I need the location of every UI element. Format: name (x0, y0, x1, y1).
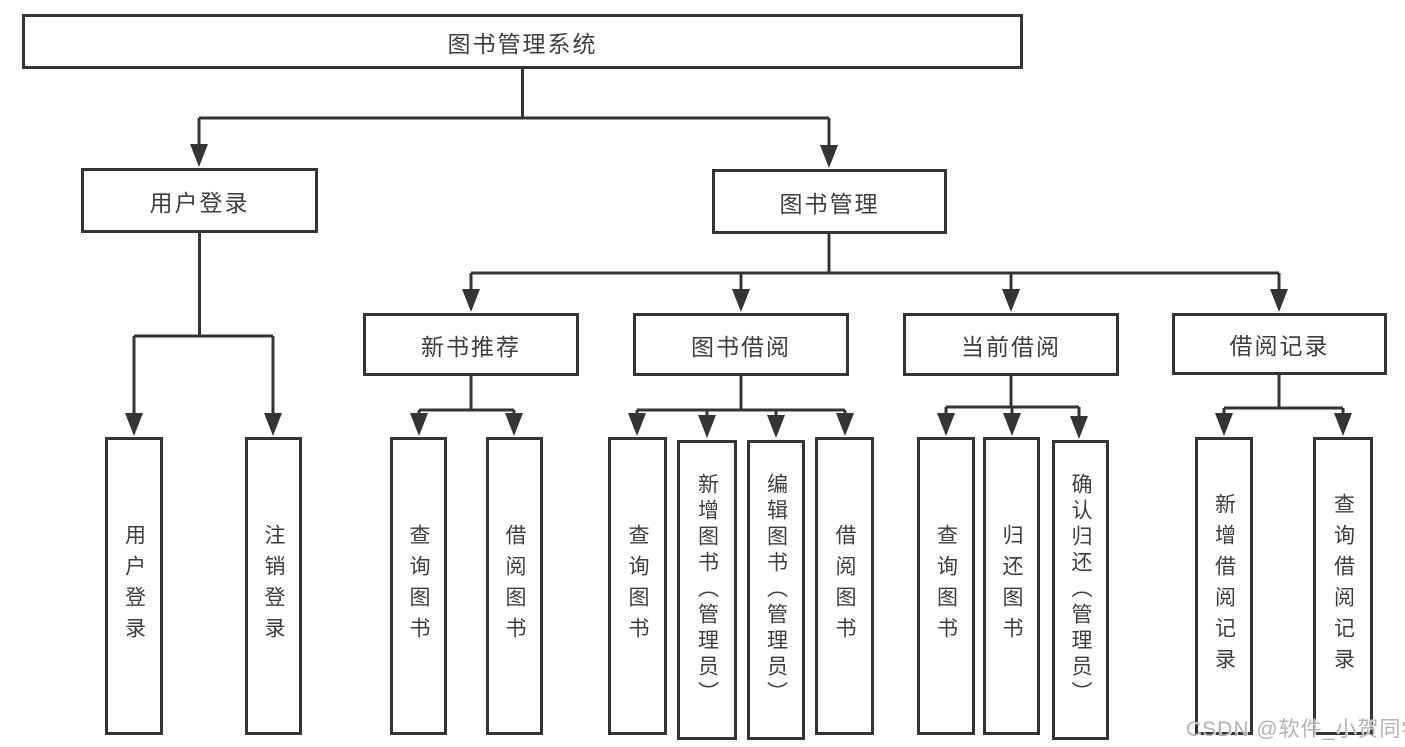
leaf-confirm-return-admin: 确认归还（管理员） (1052, 440, 1109, 740)
node-label: 图书管理 (779, 190, 880, 217)
leaf-label: 注销登录 (262, 524, 285, 648)
csdn-watermark: CSDN @软件_小贺同学 (1186, 718, 1405, 741)
node-label: 当前借阅 (961, 333, 1061, 360)
leaf-label: 借阅图书 (833, 524, 856, 648)
leaf-label: 归还图书 (1000, 524, 1023, 648)
node-borrowing-records: 借阅记录 (1172, 313, 1387, 375)
leaf-label: 借阅图书 (503, 524, 526, 648)
leaf-label: 查询图书 (407, 524, 430, 648)
leaf-label: 查询图书 (626, 524, 649, 648)
leaf-return-book: 归还图书 (983, 437, 1040, 735)
node-book-borrowing: 图书借阅 (633, 313, 849, 376)
leaf-borrowing-borrow-book: 借阅图书 (815, 437, 874, 735)
leaf-label: 确认归还（管理员） (1069, 473, 1092, 707)
node-library-management-system: 图书管理系统 (22, 14, 1023, 69)
leaf-label: 编辑图书（管理员） (764, 473, 788, 707)
leaf-label: 用户登录 (122, 524, 146, 648)
leaf-label: 查询图书 (934, 524, 958, 648)
node-user-login: 用户登录 (81, 168, 318, 233)
node-new-book-recommend: 新书推荐 (363, 313, 579, 376)
leaf-edit-book-admin: 编辑图书（管理员） (747, 440, 805, 740)
leaf-label: 新增借阅记录 (1212, 493, 1236, 679)
leaf-borrowing-query-book: 查询图书 (608, 437, 667, 735)
leaf-label: 新增图书（管理员） (695, 473, 719, 707)
leaf-add-borrow-record: 新增借阅记录 (1195, 437, 1253, 735)
node-book-management: 图书管理 (712, 169, 947, 234)
leaf-label: 查询借阅记录 (1331, 493, 1355, 679)
node-label: 借阅记录 (1229, 333, 1330, 359)
leaf-add-book-admin: 新增图书（管理员） (677, 440, 737, 740)
node-label: 新书推荐 (421, 333, 521, 360)
node-current-borrowing: 当前借阅 (903, 313, 1119, 376)
node-label: 图书管理系统 (447, 30, 598, 57)
leaf-recommend-query-book: 查询图书 (390, 437, 447, 735)
leaf-query-borrow-record: 查询借阅记录 (1313, 437, 1373, 735)
leaf-user-login: 用户登录 (105, 437, 163, 735)
node-label: 用户登录 (149, 189, 250, 216)
leaf-recommend-borrow-book: 借阅图书 (486, 437, 543, 735)
node-label: 图书借阅 (691, 333, 791, 360)
leaf-logout: 注销登录 (245, 437, 302, 735)
leaf-current-query-book: 查询图书 (917, 437, 975, 735)
